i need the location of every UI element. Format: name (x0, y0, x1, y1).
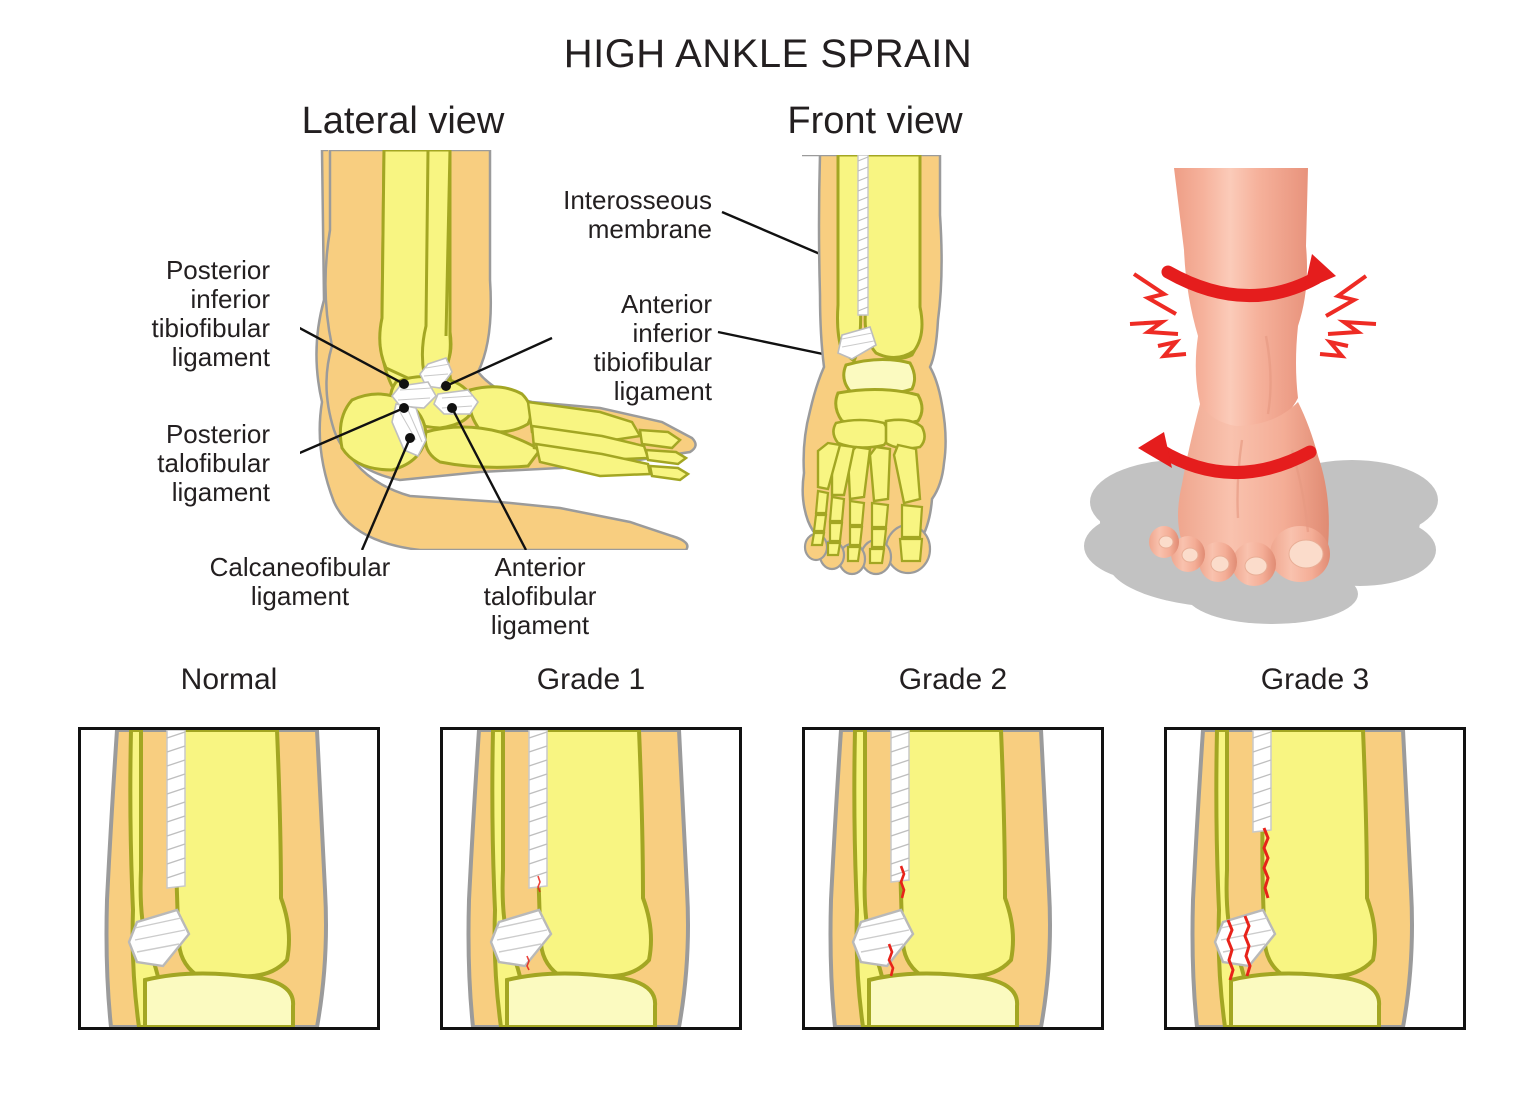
label-anterior-inferior-tibiofibular-ligament: Anterior inferior tibiofibular ligament (593, 289, 712, 407)
grade-label-grade-3: Grade 3 (1260, 663, 1370, 696)
arrow-head-upper (1304, 254, 1336, 290)
grade-label-grade-1: Grade 1 (536, 663, 646, 696)
label-calcaneofibular-ligament: Calcaneofibular ligament (209, 552, 391, 612)
ligament-patch (851, 908, 915, 968)
front-view-figure (780, 155, 1000, 585)
grade-panel-grade-2 (802, 727, 1104, 1030)
leader-dots (399, 379, 457, 443)
rotation-arrow-lower (1153, 443, 1317, 479)
leader-lines (300, 326, 553, 550)
rotation-arrow-upper (1161, 265, 1323, 303)
label-anterior-talofibular-ligament: Anterior talofibular ligament (483, 552, 597, 641)
tear-marks-complete (1226, 827, 1270, 981)
label-posterior-inferior-tibiofibular-ligament: Posterior inferior tibiofibular ligament (151, 255, 270, 373)
page-title: HIGH ANKLE SPRAIN (563, 32, 973, 76)
grade-panel-grade-1 (440, 727, 742, 1030)
ligament-patch (489, 908, 553, 968)
aitfl-ligament (837, 326, 877, 360)
ligament-patch (127, 908, 191, 968)
grade-panel-grade-3 (1164, 727, 1466, 1030)
tear-marks-minimal (526, 875, 541, 971)
label-interosseous-membrane: Interosseous membrane (563, 185, 712, 245)
label-posterior-talofibular-ligament: Posterior talofibular ligament (157, 419, 270, 508)
grade-panel-normal (78, 727, 380, 1030)
lateral-view-title: Lateral view (301, 100, 505, 142)
injury-illustration (1060, 150, 1480, 630)
pain-bolt-left (1129, 272, 1187, 359)
grade-label-grade-2: Grade 2 (898, 663, 1008, 696)
tear-marks-partial (887, 865, 906, 977)
grade-label-normal: Normal (180, 663, 278, 696)
lateral-view-figure (300, 150, 700, 550)
arrow-head-lower (1138, 432, 1172, 468)
front-view-title: Front view (787, 100, 963, 142)
pain-bolt-right (1319, 274, 1377, 359)
